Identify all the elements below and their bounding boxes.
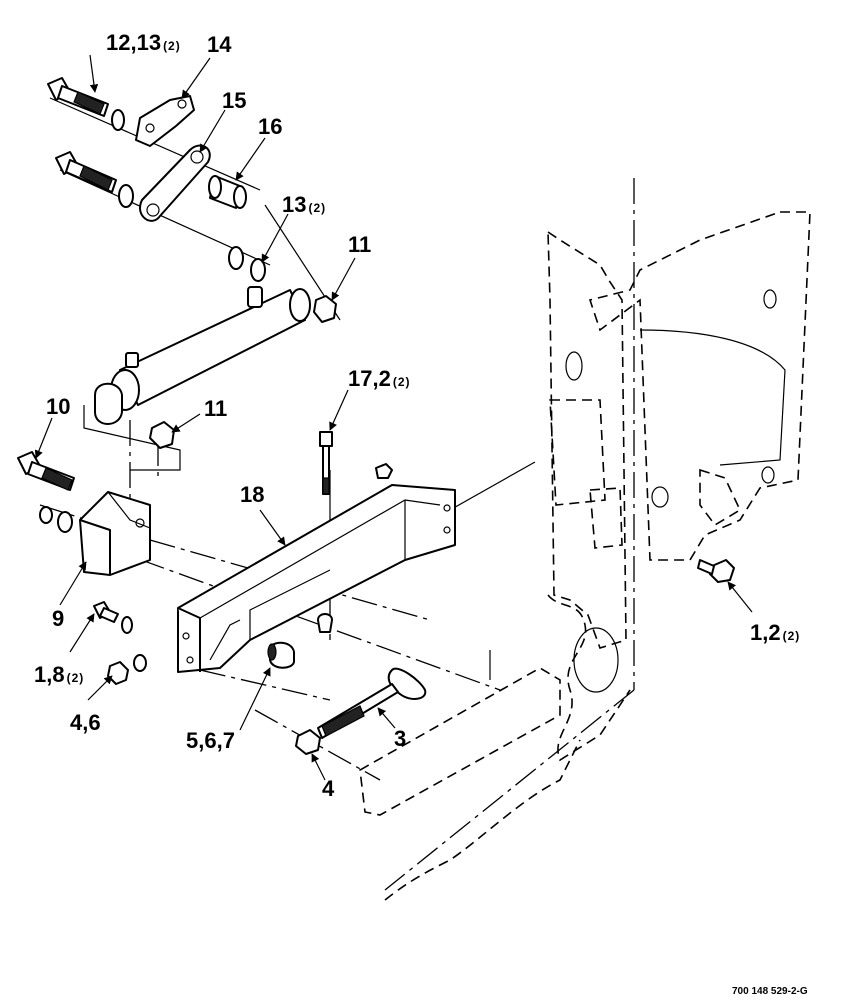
callout-16: 16 (258, 114, 282, 139)
bolt-part-1-8 (93, 601, 133, 634)
bolt-part-12-lower (55, 151, 134, 208)
bolt-part-17 (319, 431, 333, 495)
link-plate-part-15 (139, 144, 211, 222)
bushing-part-16 (208, 175, 247, 209)
callout-14: 14 (207, 32, 232, 57)
clevis-bracket-part-9 (39, 491, 151, 576)
hydraulic-cylinder (83, 286, 311, 471)
callout-5-6-7: 5,6,7 (186, 728, 235, 753)
washers-part-13 (228, 246, 266, 282)
frame-side-sheet (359, 178, 811, 901)
callout-labels: 12,13(2) 14 15 16 13(2) 11 17,2(2) 10 11… (34, 30, 800, 801)
bracket-part-14 (135, 95, 195, 147)
bolt-part-10 (17, 451, 75, 491)
callout-13: 13(2) (282, 192, 326, 217)
callout-17-2: 17,2(2) (348, 366, 411, 391)
nut-part-11-top (313, 295, 337, 323)
nut-part-11-mid (149, 421, 175, 449)
figure-id: 700 148 529-2-G (732, 986, 808, 997)
callout-18: 18 (240, 482, 264, 507)
eye-bolt-part-3 (317, 667, 427, 739)
callout-leaders (34, 54, 753, 781)
callout-1-8: 1,8(2) (34, 662, 84, 687)
callout-12-13: 12,13(2) (106, 30, 181, 55)
callout-4-6: 4,6 (70, 710, 101, 735)
callout-3: 3 (394, 726, 406, 751)
pad-part-5-6-7 (267, 641, 295, 669)
bolt-part-1-2 (697, 559, 735, 583)
callout-9: 9 (52, 606, 64, 631)
mounting-bracket-part-18 (177, 463, 456, 673)
bolt-part-12 (47, 77, 125, 131)
callout-4: 4 (322, 776, 335, 801)
callout-11-top: 11 (348, 232, 371, 257)
nut-part-4-6 (107, 654, 147, 685)
nut-part-4 (295, 729, 321, 755)
callout-1-2: 1,2(2) (750, 620, 800, 645)
callout-11-mid: 11 (204, 396, 227, 421)
callout-15: 15 (222, 88, 246, 113)
callout-10: 10 (46, 394, 70, 419)
